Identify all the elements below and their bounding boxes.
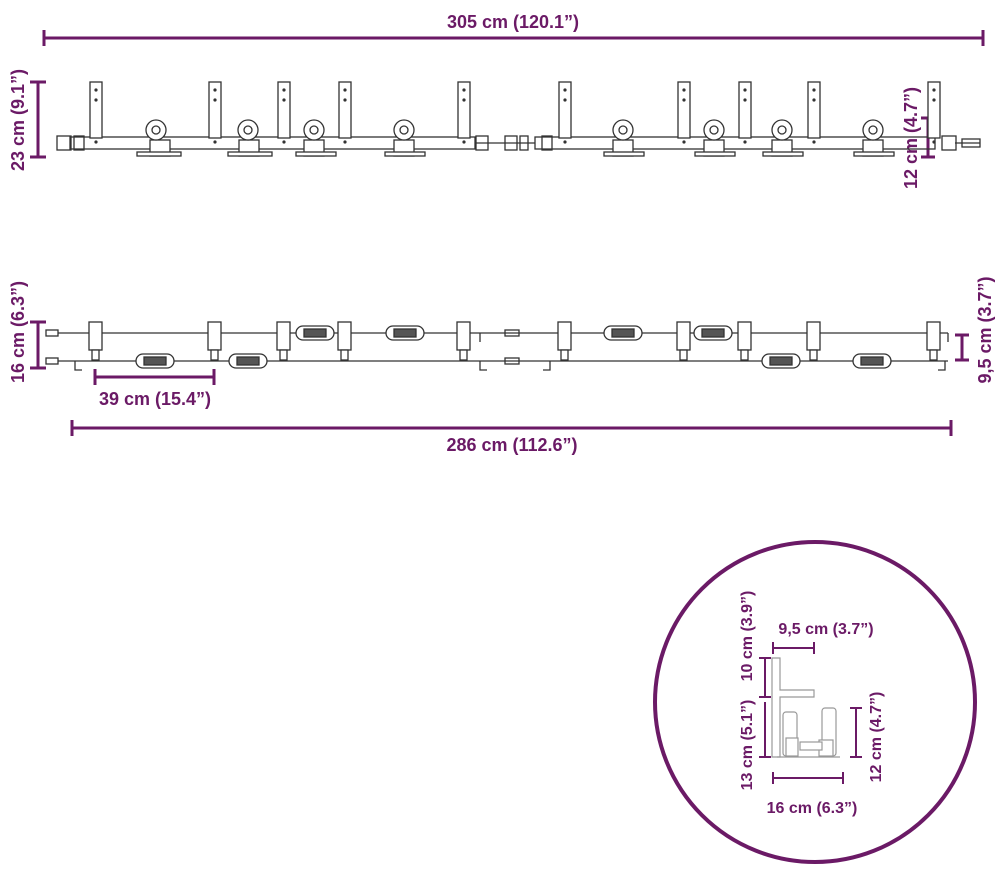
length-label: 286 cm (112.6”): [446, 435, 577, 455]
roller-hanger: [295, 119, 337, 157]
roller-hanger: [384, 119, 426, 157]
track-rail: [56, 135, 981, 151]
detail-bottom-width-label: 16 cm (6.3”): [767, 800, 858, 817]
roller: [385, 325, 425, 341]
height-label: 23 cm (9.1”): [8, 69, 28, 171]
detail-view: 9,5 cm (3.7”) 10 cm (3.9”) 13 cm (5.1”) …: [653, 540, 977, 864]
roller: [693, 325, 733, 341]
roller-hanger: [694, 119, 736, 157]
hanger-strap-holes: [94, 88, 936, 144]
width-label: 305 cm (120.1”): [447, 12, 579, 32]
roller: [603, 325, 643, 341]
spacing-label: 39 cm (15.4”): [99, 389, 211, 409]
roller-hanger: [762, 119, 804, 157]
roller-hangers: [136, 119, 895, 157]
roller: [135, 353, 175, 369]
roller: [852, 353, 892, 369]
roller: [228, 353, 268, 369]
roller: [761, 353, 801, 369]
roller-hanger: [853, 119, 895, 157]
offset-label: 9,5 cm (3.7”): [975, 276, 995, 383]
top-view: 305 cm (120.1”) 23 cm (9.1”) 12 cm (4.7”…: [8, 12, 985, 189]
hanger-straps: [89, 81, 941, 139]
detail-top-width-label: 9,5 cm (3.7”): [778, 621, 873, 638]
bracket-cross-section: [771, 657, 840, 758]
detail-right-height-label: 12 cm (4.7”): [868, 692, 885, 783]
rail-brackets: [88, 321, 941, 361]
roller-hanger: [603, 119, 645, 157]
roller-hanger: [227, 119, 273, 157]
roller: [295, 325, 335, 341]
detail-total-height-label: 13 cm (5.1”): [739, 700, 756, 791]
side-view: 16 cm (6.3”): [8, 276, 995, 455]
rail-rollers: [135, 325, 892, 369]
detail-circle: [653, 540, 977, 864]
detail-upper-height-label: 10 cm (3.9”): [739, 591, 756, 682]
bracket-height-label: 12 cm (4.7”): [901, 87, 921, 189]
roller-hanger: [136, 119, 182, 157]
side-height-label: 16 cm (6.3”): [8, 281, 28, 383]
